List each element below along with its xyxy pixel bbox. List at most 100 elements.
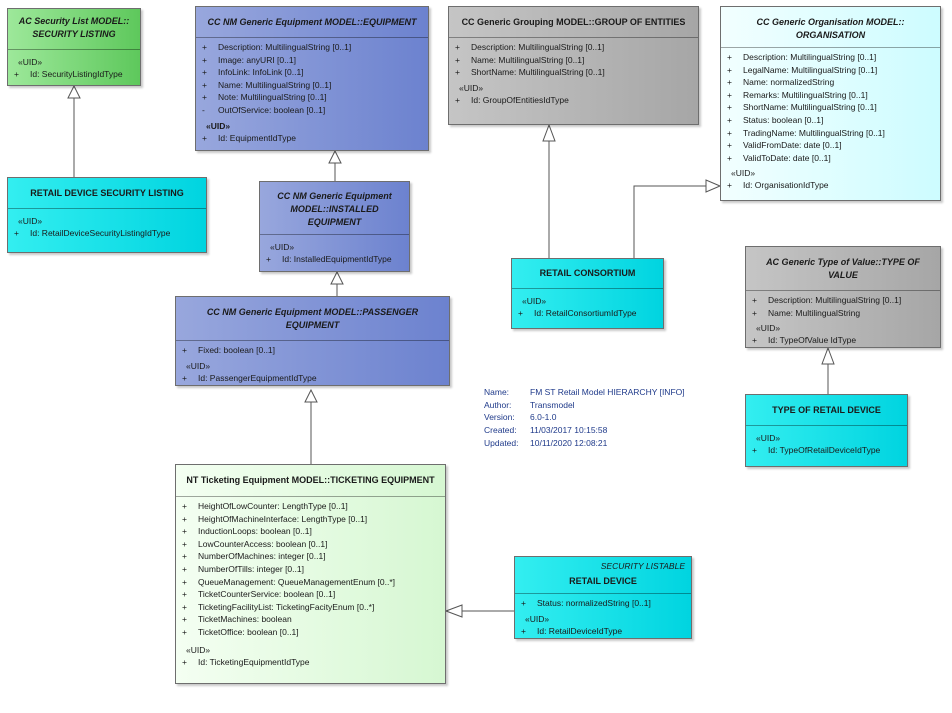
organisation-class[interactable]: CC Generic Organisation MODEL:: ORGANISA… bbox=[720, 6, 941, 201]
uid-stereotype: «UID» bbox=[459, 82, 484, 93]
attribute-row: +QueueManagement: QueueManagementEnum [0… bbox=[182, 576, 396, 587]
attribute-row: +Note: MultilingualString [0..1] bbox=[202, 92, 327, 103]
attribute-row: +Id: PassengerEquipmentIdType bbox=[182, 372, 317, 383]
attribute-row: +NumberOfTills: integer [0..1] bbox=[182, 563, 304, 574]
group-of-entities-class[interactable]: CC Generic Grouping MODEL::GROUP OF ENTI… bbox=[448, 6, 699, 125]
attribute-row: +Description: MultilingualString [0..1] bbox=[752, 295, 902, 305]
attribute-row: +Name: MultilingualString bbox=[752, 307, 861, 318]
attribute-row: +LowCounterAccess: boolean [0..1] bbox=[182, 538, 328, 549]
attribute-row: -OutOfService: boolean [0..1] bbox=[202, 104, 326, 115]
attributes-compartment: +Description: MultilingualString [0..1] … bbox=[449, 37, 698, 106]
attribute-row: +ValidFromDate: date [0..1] bbox=[727, 140, 842, 151]
class-title: CC NM Generic Equipment MODEL::EQUIPMENT bbox=[207, 17, 417, 27]
info-updated: Updated:10/11/2020 12:08:21 bbox=[484, 437, 608, 448]
info-author: Author:Transmodel bbox=[484, 399, 575, 410]
attribute-row: +HeightOfMachineInterface: LengthType [0… bbox=[182, 513, 368, 524]
class-title: CC NM Generic Equipment MODEL::INSTALLED… bbox=[277, 191, 392, 227]
attribute-row: +LegalName: MultilingualString [0..1] bbox=[727, 64, 878, 75]
attribute-row: +Name: MultilingualString [0..1] bbox=[202, 79, 332, 90]
attribute-row: +TicketMachines: boolean bbox=[182, 614, 292, 625]
retail-device-security-listing-class[interactable]: RETAIL DEVICE SECURITY LISTING «UID» +Id… bbox=[7, 177, 207, 253]
attribute-row: +Description: MultilingualString [0..1] bbox=[202, 42, 352, 52]
uid-stereotype: «UID» bbox=[186, 360, 211, 371]
arrowhead-type-of-value bbox=[821, 346, 835, 365]
id-compartment: «UID» +Id: RetailConsortiumIdType bbox=[512, 288, 663, 320]
class-title: SECURITY LISTABLE RETAIL DEVICE bbox=[515, 557, 691, 593]
class-title: TYPE OF RETAIL DEVICE bbox=[772, 405, 881, 415]
equipment-class[interactable]: CC NM Generic Equipment MODEL::EQUIPMENT… bbox=[195, 6, 429, 151]
uid-stereotype: «UID» bbox=[18, 216, 43, 226]
attribute-row: +Id: TicketingEquipmentIdType bbox=[182, 656, 310, 667]
info-created: Created:11/03/2017 10:15:58 bbox=[484, 425, 608, 436]
attribute-row: +TicketOffice: boolean [0..1] bbox=[182, 626, 299, 637]
attribute-row: +TicketCounterService: boolean [0..1] bbox=[182, 589, 336, 600]
class-title: AC Security List MODEL:: SECURITY LISTIN… bbox=[18, 16, 130, 39]
info-name: Name:FM ST Retail Model HIERARCHY [INFO] bbox=[484, 387, 685, 397]
uid-stereotype: «UID» bbox=[18, 57, 43, 67]
attribute-row: +Fixed: boolean [0..1] bbox=[182, 345, 276, 355]
class-title: RETAIL DEVICE SECURITY LISTING bbox=[30, 188, 184, 198]
attributes-compartment: +HeightOfLowCounter: LengthType [0..1] +… bbox=[176, 496, 445, 668]
generalization-organisation bbox=[633, 185, 706, 258]
attribute-row: +Id: RetailDeviceSecurityListingIdType bbox=[14, 228, 171, 238]
class-stereotype: SECURITY LISTABLE bbox=[600, 561, 685, 571]
attributes-compartment: +Status: normalizedString [0..1] «UID» +… bbox=[515, 593, 691, 637]
attributes-compartment: +Fixed: boolean [0..1] «UID» +Id: Passen… bbox=[176, 340, 449, 384]
attribute-row: +Status: normalizedString [0..1] bbox=[521, 598, 651, 608]
attribute-row: +Name: MultilingualString [0..1] bbox=[455, 54, 585, 65]
attribute-row: +NumberOfMachines: integer [0..1] bbox=[182, 551, 326, 562]
ticketing-equipment-class[interactable]: NT Ticketing Equipment MODEL::TICKETING … bbox=[175, 464, 446, 684]
id-compartment: «UID» +Id: InstalledEquipmentIdType bbox=[260, 234, 409, 266]
id-compartment: «UID» +Id: RetailDeviceSecurityListingId… bbox=[8, 208, 206, 240]
attribute-row: +Image: anyURI [0..1] bbox=[202, 54, 296, 65]
attribute-row: +ShortName: MultilingualString [0..1] bbox=[727, 102, 877, 113]
uid-stereotype: «UID» bbox=[206, 120, 231, 131]
id-compartment: «UID» +Id: SecurityListingIdType bbox=[8, 49, 140, 81]
retail-device-class[interactable]: SECURITY LISTABLE RETAIL DEVICE +Status:… bbox=[514, 556, 692, 639]
attribute-row: +Id: EquipmentIdType bbox=[202, 132, 296, 143]
retail-consortium-class[interactable]: RETAIL CONSORTIUM «UID» +Id: RetailConso… bbox=[511, 258, 664, 329]
id-compartment: «UID» +Id: TypeOfRetailDeviceIdType bbox=[746, 425, 907, 457]
attribute-row: +Status: boolean [0..1] bbox=[727, 114, 824, 125]
attributes-compartment: +Description: MultilingualString [0..1] … bbox=[746, 290, 940, 347]
type-of-retail-device-class[interactable]: TYPE OF RETAIL DEVICE «UID» +Id: TypeOfR… bbox=[745, 394, 908, 467]
attribute-row: +TradingName: MultilingualString [0..1] bbox=[727, 127, 885, 138]
type-of-value-class[interactable]: AC Generic Type of Value::TYPE OF VALUE … bbox=[745, 246, 941, 348]
attribute-row: +Id: InstalledEquipmentIdType bbox=[266, 254, 392, 264]
attribute-row: +ShortName: MultilingualString [0..1] bbox=[455, 67, 605, 78]
uid-stereotype: «UID» bbox=[756, 323, 781, 334]
uid-stereotype: «UID» bbox=[522, 296, 547, 306]
attribute-row: +Id: TypeOfValue IdType bbox=[752, 335, 857, 346]
installed-equipment-class[interactable]: CC NM Generic Equipment MODEL::INSTALLED… bbox=[259, 181, 410, 272]
uid-stereotype: «UID» bbox=[270, 242, 295, 252]
attributes-compartment: +Description: MultilingualString [0..1] … bbox=[721, 47, 940, 192]
class-title: RETAIL CONSORTIUM bbox=[539, 268, 636, 278]
arrowhead-ticketing-equipment bbox=[444, 604, 463, 618]
attribute-row: +Id: GroupOfEntitiesIdType bbox=[455, 94, 569, 105]
class-title: CC Generic Organisation MODEL:: ORGANISA… bbox=[756, 17, 905, 40]
arrowhead-group-of-entities bbox=[542, 123, 556, 142]
arrowhead-security-listing bbox=[67, 84, 81, 99]
arrowhead-installed-equipment bbox=[330, 270, 344, 285]
attribute-row: +Id: SecurityListingIdType bbox=[14, 69, 123, 79]
attribute-row: +TicketingFacilityList: TicketingFacityE… bbox=[182, 601, 375, 612]
security-listing-class[interactable]: AC Security List MODEL:: SECURITY LISTIN… bbox=[7, 8, 141, 86]
passenger-equipment-class[interactable]: CC NM Generic Equipment MODEL::PASSENGER… bbox=[175, 296, 450, 386]
uid-stereotype: «UID» bbox=[525, 613, 550, 624]
diagram-info: Name:FM ST Retail Model HIERARCHY [INFO]… bbox=[484, 386, 685, 450]
arrowhead-organisation bbox=[705, 179, 722, 193]
attribute-row: +Description: MultilingualString [0..1] bbox=[727, 52, 877, 62]
attribute-row: +InfoLink: InfoLink [0..1] bbox=[202, 67, 304, 78]
attribute-row: +Description: MultilingualString [0..1] bbox=[455, 42, 605, 52]
attribute-row: +Remarks: MultilingualString [0..1] bbox=[727, 89, 868, 100]
attribute-row: +Id: RetailDeviceIdType bbox=[521, 625, 623, 636]
class-title: CC NM Generic Equipment MODEL::PASSENGER… bbox=[206, 307, 419, 330]
attribute-row: +Name: normalizedString bbox=[727, 77, 835, 88]
uid-stereotype: «UID» bbox=[186, 644, 211, 655]
arrowhead-equipment bbox=[328, 149, 342, 164]
attribute-row: +Id: TypeOfRetailDeviceIdType bbox=[752, 445, 881, 455]
attribute-row: +HeightOfLowCounter: LengthType [0..1] bbox=[182, 501, 348, 511]
attribute-row: +ValidToDate: date [0..1] bbox=[727, 152, 831, 163]
attribute-row: +Id: RetailConsortiumIdType bbox=[518, 308, 637, 318]
uid-stereotype: «UID» bbox=[756, 433, 781, 443]
